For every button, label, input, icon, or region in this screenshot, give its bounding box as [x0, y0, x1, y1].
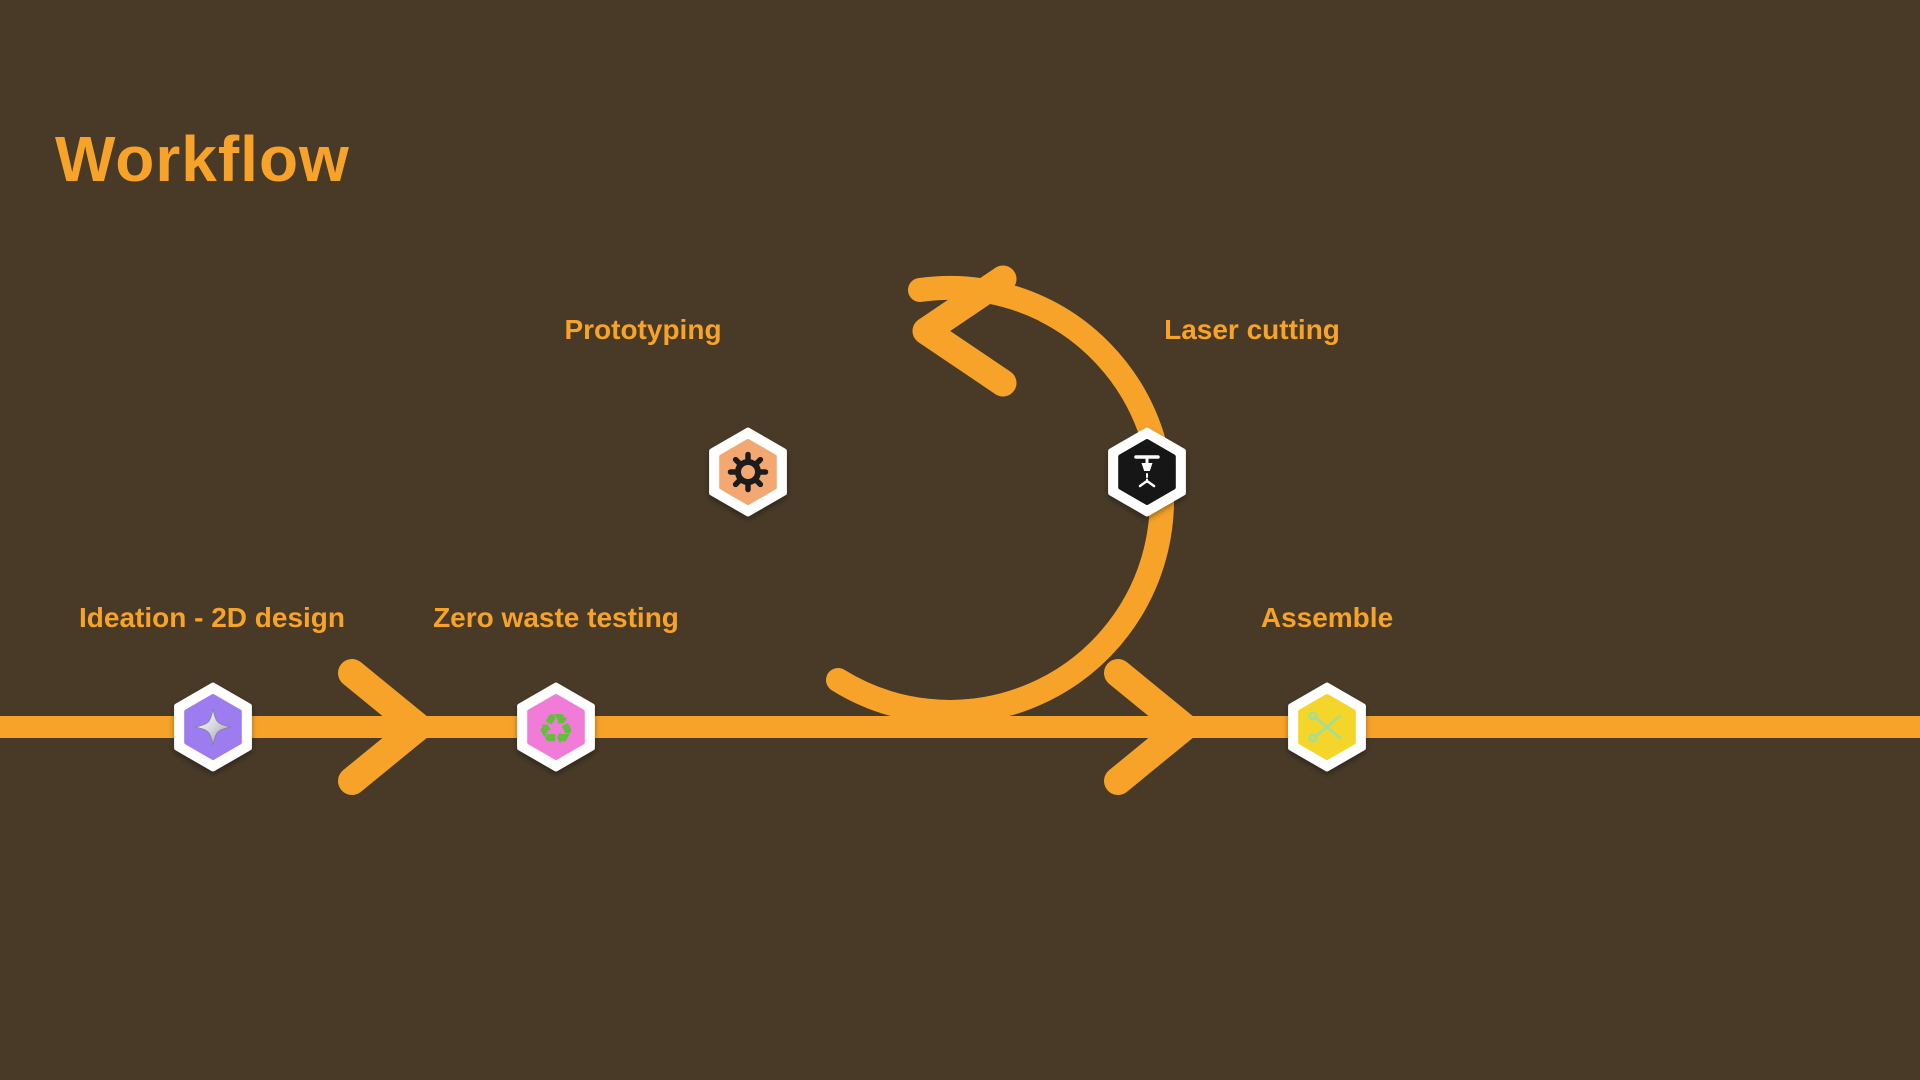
step-label-zero-waste: Zero waste testing — [433, 602, 679, 633]
step-badge-prototyping — [709, 427, 787, 517]
laser-cutter-icon — [1134, 455, 1160, 488]
sparkle-icon — [194, 708, 232, 746]
step-label-prototyping: Prototyping — [564, 314, 722, 345]
flow-arrow-left-icon — [338, 659, 432, 795]
loop-circle — [826, 275, 1174, 724]
flow-arrow-right-icon — [1104, 659, 1198, 795]
crossed-tools-icon — [1308, 711, 1342, 743]
page-title: Workflow — [55, 123, 350, 195]
badge-inner-hexagon — [527, 694, 585, 760]
step-label-assemble: Assemble — [1260, 602, 1394, 633]
gear-icon — [727, 451, 769, 493]
step-badge-ideation — [174, 682, 252, 772]
recycle-icon: ♻ — [537, 705, 575, 754]
badge-inner-hexagon — [1118, 439, 1176, 505]
step-badge-assemble — [1288, 682, 1366, 772]
step-badge-laser — [1108, 427, 1186, 517]
loop-arrow-icon — [912, 265, 1017, 397]
badge-inner-hexagon — [719, 439, 777, 505]
step-label-laser-cutting: Laser cutting — [1164, 314, 1340, 345]
step-label-ideation: Ideation - 2D design — [78, 602, 346, 633]
step-badge-zero-waste: ♻ — [517, 682, 595, 772]
loop-arc-right — [940, 299, 1174, 724]
